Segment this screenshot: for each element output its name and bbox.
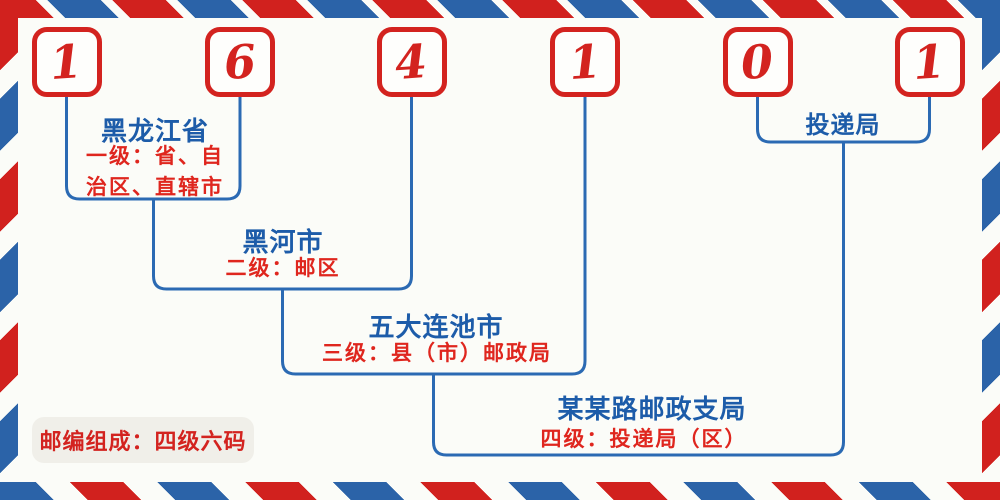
digit-6: 1: [911, 33, 948, 91]
digit-2: 6: [222, 33, 258, 91]
digit-box-4: 1: [550, 27, 620, 97]
digit-1: 1: [48, 33, 85, 91]
digit-box-5: 0: [722, 27, 793, 97]
bracket-delivery-office: [756, 93, 931, 144]
level1-name: 黑龙江省: [100, 117, 209, 146]
level3-desc: 三级：县（市）邮政局: [322, 342, 552, 365]
bracket-level4: [432, 142, 845, 457]
level4-name: 某某路邮政支局: [557, 395, 747, 424]
airmail-border-right: [982, 18, 1000, 482]
digit-box-3: 4: [376, 27, 447, 97]
postal-composition-badge: 邮编组成：四级六码: [32, 417, 254, 463]
airmail-border-left: [0, 18, 18, 482]
level2-desc: 二级：邮区: [225, 257, 341, 280]
airmail-border-bottom: [0, 482, 1000, 500]
level1-desc: 一级：省、自 治区、直辖市: [86, 145, 224, 199]
digit-box-1: 1: [31, 27, 102, 97]
digit-box-2: 6: [205, 27, 275, 97]
level2-name: 黑河市: [242, 228, 324, 257]
level4-desc: 四级：投递局（区）: [540, 428, 748, 451]
digit-box-6: 1: [894, 27, 965, 97]
level3-name: 五大连池市: [368, 313, 504, 342]
digit-4: 1: [567, 33, 603, 91]
airmail-border-top: [0, 0, 1000, 18]
digit-3: 4: [393, 33, 430, 91]
delivery-office-label: 投递局: [805, 113, 881, 139]
digit-5: 0: [739, 33, 776, 91]
